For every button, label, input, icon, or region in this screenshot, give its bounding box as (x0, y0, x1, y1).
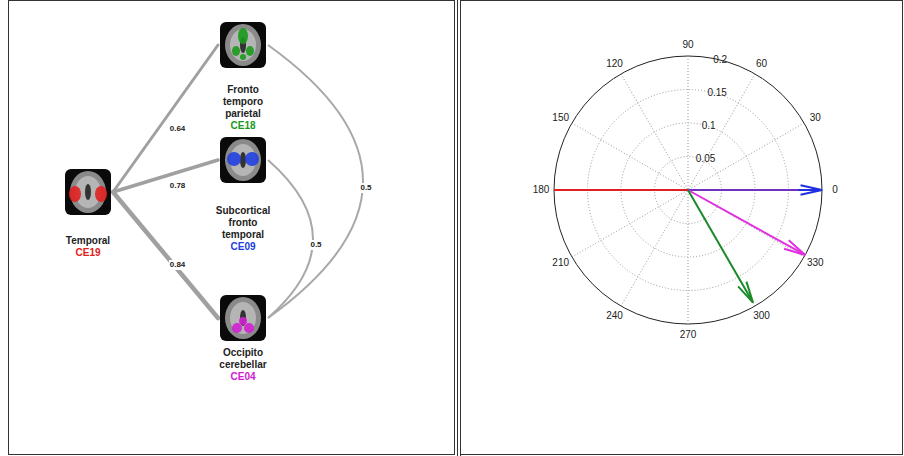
correlation-edge (113, 192, 218, 318)
angle-label: 210 (552, 257, 569, 269)
component-code: CE18 (230, 120, 255, 132)
correlation-edge (268, 45, 363, 318)
angle-label: 300 (753, 310, 770, 322)
edge-weight: 0.5 (309, 240, 322, 250)
angle-label: 90 (682, 39, 693, 51)
radius-label: 0.1 (702, 120, 716, 132)
brain-image (220, 295, 266, 341)
correlation-edge (113, 160, 218, 192)
brain-network-node: Fronto temporo parietalCE18 (210, 22, 276, 132)
edge-weight: 0.5 (359, 183, 372, 193)
component-code: CE09 (230, 241, 255, 253)
correlation-edge (268, 160, 313, 318)
brain-network-node: Occipito cerebellarCE04 (210, 295, 276, 383)
network-name: Fronto temporo parietal (210, 84, 276, 120)
correlation-edge (113, 45, 218, 192)
angle-label: 150 (552, 112, 569, 124)
network-name: Occipito cerebellar (210, 347, 276, 371)
grid-circle (554, 56, 822, 324)
edge-weight: 0.84 (169, 260, 187, 270)
network-name: Temporal (66, 235, 110, 247)
component-code: CE19 (75, 247, 100, 259)
brain-network-node: Subcortical fronto temporalCE09 (210, 137, 276, 253)
brain-network-node: TemporalCE19 (65, 169, 111, 259)
vector-arrow (688, 185, 822, 195)
angle-label: 240 (606, 310, 623, 322)
angle-label: 270 (680, 329, 697, 341)
angle-label: 0 (832, 184, 838, 196)
vector-arrow (688, 190, 805, 255)
radius-label: 0.15 (707, 87, 726, 99)
vector-arrow (554, 190, 688, 191)
vector-arrow (688, 190, 798, 191)
brain-image (65, 169, 111, 215)
radius-label: 0.2 (713, 54, 727, 66)
angle-label: 60 (756, 58, 767, 70)
edge-weight: 0.64 (169, 124, 187, 134)
radius-label: 0.05 (696, 153, 715, 165)
brain-image (220, 22, 266, 68)
angle-label: 330 (807, 257, 824, 269)
angle-label: 30 (810, 112, 821, 124)
network-name: Subcortical fronto temporal (210, 205, 276, 241)
vector-arrow (688, 190, 753, 303)
brain-image (220, 137, 266, 183)
edge-weight: 0.78 (169, 181, 187, 191)
angle-label: 120 (606, 58, 623, 70)
angle-label: 180 (533, 184, 550, 196)
component-code: CE04 (230, 371, 255, 383)
